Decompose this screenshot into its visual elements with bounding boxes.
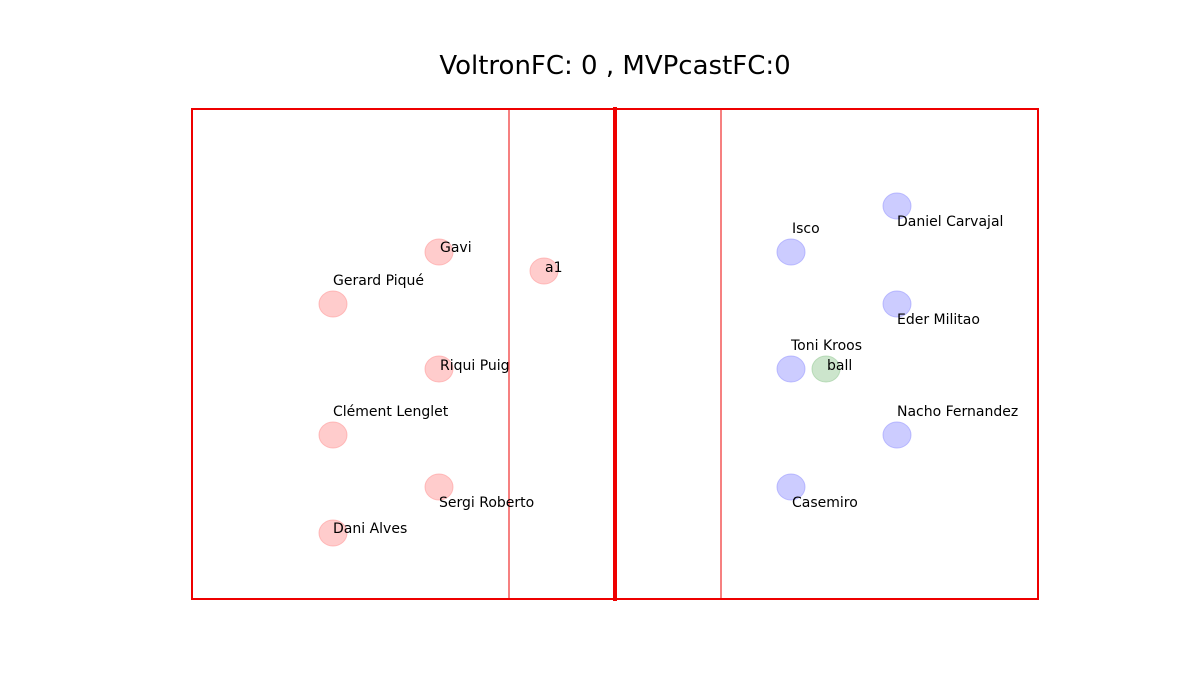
player-nacho-fernandez[interactable]: Nacho Fernandez	[882, 404, 1018, 449]
player-label: Dani Alves	[333, 521, 407, 537]
player-marker[interactable]	[882, 192, 912, 220]
player-label: Sergi Roberto	[439, 495, 534, 511]
player-marker[interactable]	[776, 238, 806, 266]
player-marker[interactable]	[424, 473, 454, 501]
player-a1[interactable]: a1	[529, 257, 563, 285]
player-label: Casemiro	[792, 495, 858, 511]
player-marker[interactable]	[424, 355, 454, 383]
player-label: Riqui Puig	[440, 358, 510, 374]
player-marker[interactable]	[776, 355, 806, 383]
player-label: a1	[545, 260, 563, 276]
player-marker[interactable]	[318, 519, 348, 547]
scoreboard-title: VoltronFC: 0 , MVPcastFC:0	[439, 51, 791, 81]
player-marker[interactable]	[318, 421, 348, 449]
player-label: Isco	[792, 221, 820, 237]
player-marker[interactable]	[882, 421, 912, 449]
player-daniel-carvajal[interactable]: Daniel Carvajal	[882, 192, 1003, 230]
player-isco[interactable]: Isco	[776, 221, 820, 266]
player-gerard-pique[interactable]: Gerard Piqué	[318, 273, 424, 318]
player-label: Clément Lenglet	[333, 404, 449, 420]
player-label: Eder Militao	[897, 312, 980, 328]
player-marker[interactable]	[318, 290, 348, 318]
player-label: Gavi	[440, 240, 472, 256]
player-clement-lenglet[interactable]: Clément Lenglet	[318, 404, 449, 449]
ball-label: ball	[827, 358, 852, 374]
player-eder-militao[interactable]: Eder Militao	[882, 290, 980, 328]
player-sergi-roberto[interactable]: Sergi Roberto	[424, 473, 534, 511]
player-label: Toni Kroos	[790, 338, 862, 354]
player-gavi[interactable]: Gavi	[424, 238, 472, 266]
player-marker[interactable]	[882, 290, 912, 318]
player-casemiro[interactable]: Casemiro	[776, 473, 858, 511]
player-label: Daniel Carvajal	[897, 214, 1003, 230]
ball[interactable]: ball	[811, 355, 852, 383]
player-toni-kroos[interactable]: Toni Kroos	[776, 338, 862, 383]
player-marker[interactable]	[529, 257, 559, 285]
player-riqui-puig[interactable]: Riqui Puig	[424, 355, 510, 383]
player-marker[interactable]	[776, 473, 806, 501]
player-label: Nacho Fernandez	[897, 404, 1018, 420]
player-marker[interactable]	[424, 238, 454, 266]
player-label: Gerard Piqué	[333, 273, 424, 289]
player-dani-alves[interactable]: Dani Alves	[318, 519, 407, 547]
ball-marker[interactable]	[811, 355, 841, 383]
